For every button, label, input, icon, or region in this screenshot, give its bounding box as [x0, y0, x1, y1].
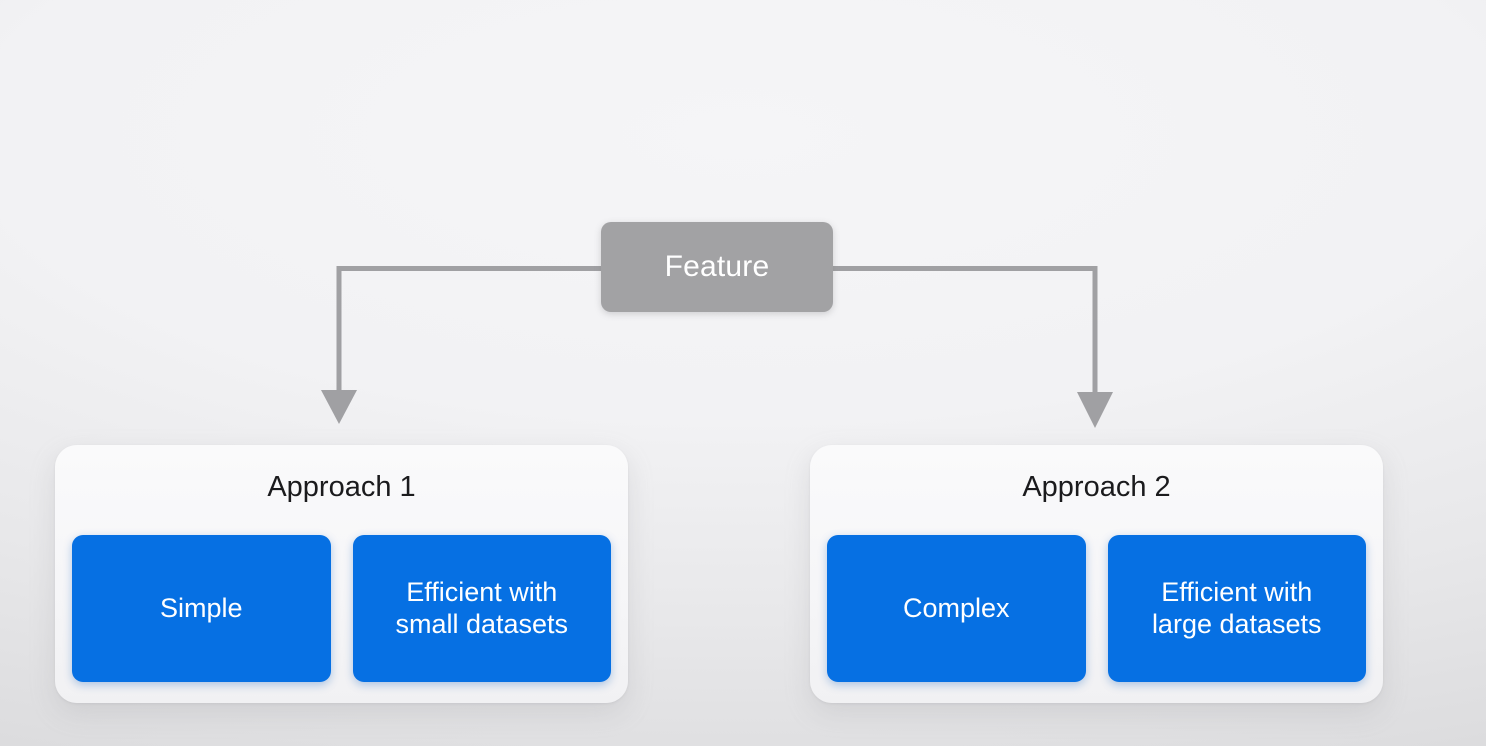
approach-2-chip-row: Complex Efficient with large datasets [827, 535, 1366, 682]
chip-simple-line1: Simple [159, 592, 243, 623]
approach-card-1[interactable]: Approach 1 Simple Efficient with small d… [55, 445, 628, 703]
chip-efficient-large-datasets[interactable]: Efficient with large datasets [1107, 535, 1366, 682]
chip-efficient-small-line1: Efficient with [406, 576, 558, 607]
root-node-label: Feature [664, 250, 770, 283]
chip-efficient-small-line2: small datasets [395, 608, 569, 639]
chip-efficient-large-line1: Efficient with [1161, 576, 1313, 607]
chip-complex-line1: Complex [902, 592, 1010, 623]
chip-simple[interactable]: Simple [72, 535, 331, 682]
approach-1-title: Approach 1 [267, 471, 416, 503]
root-node-feature[interactable]: Feature [601, 222, 833, 312]
connector-left [321, 266, 601, 424]
chip-complex[interactable]: Complex [827, 535, 1086, 682]
approach-2-title: Approach 2 [1022, 471, 1171, 503]
chip-efficient-small-datasets[interactable]: Efficient with small datasets [352, 535, 611, 682]
connector-right [833, 266, 1113, 428]
chip-efficient-large-line2: large datasets [1151, 608, 1322, 639]
approach-1-chip-row: Simple Efficient with small datasets [72, 535, 611, 682]
approach-card-2[interactable]: Approach 2 Complex Efficient with large … [810, 445, 1383, 703]
